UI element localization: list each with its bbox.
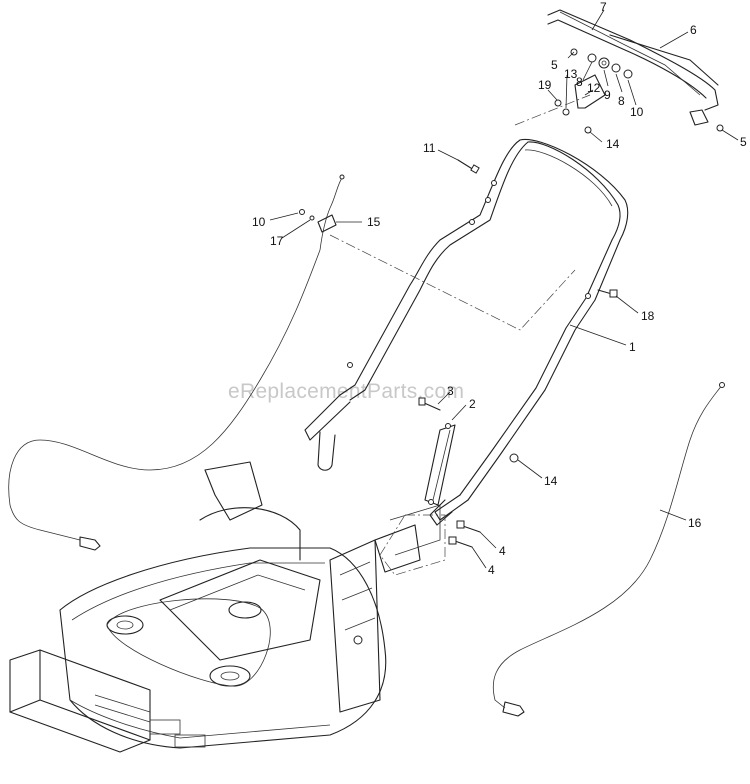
callout-6: 6 — [690, 23, 697, 37]
callout-13: 13 — [564, 67, 578, 81]
callout-10-top: 10 — [630, 105, 644, 119]
callout-5-right: 5 — [740, 135, 747, 149]
callout-9: 9 — [604, 88, 611, 102]
callout-8-left: 8 — [576, 75, 583, 89]
hardware — [418, 159, 618, 548]
callout-4-lower: 4 — [488, 563, 495, 577]
handle-assembly — [304, 138, 629, 526]
callout-7: 7 — [600, 0, 607, 14]
right-cable — [492, 382, 725, 717]
leader-lines — [269, 9, 739, 569]
alignment-line — [514, 94, 591, 126]
callout-19: 19 — [538, 78, 552, 92]
callout-14-lower: 14 — [544, 474, 558, 488]
callout-12: 12 — [587, 81, 601, 95]
alignment-line — [329, 234, 576, 331]
callout-2: 2 — [469, 397, 476, 411]
callout-10-left: 10 — [252, 215, 266, 229]
left-cable — [8, 174, 345, 551]
callout-4-upper: 4 — [499, 544, 506, 558]
callout-8-right: 8 — [618, 94, 625, 108]
callout-labels: 7 6 5 13 8 19 12 9 8 10 5 14 11 10 17 15… — [252, 0, 747, 577]
callout-3: 3 — [447, 384, 454, 398]
callout-14-top: 14 — [606, 137, 620, 151]
callout-15: 15 — [367, 215, 381, 229]
link-rod — [424, 423, 456, 506]
callout-1: 1 — [629, 340, 636, 354]
callout-5-top: 5 — [551, 58, 558, 72]
callout-18: 18 — [641, 309, 655, 323]
alignment-line — [379, 514, 446, 576]
callout-11: 11 — [423, 141, 436, 155]
callout-17: 17 — [270, 234, 284, 248]
callout-16: 16 — [688, 516, 702, 530]
mower-deck — [9, 461, 441, 753]
